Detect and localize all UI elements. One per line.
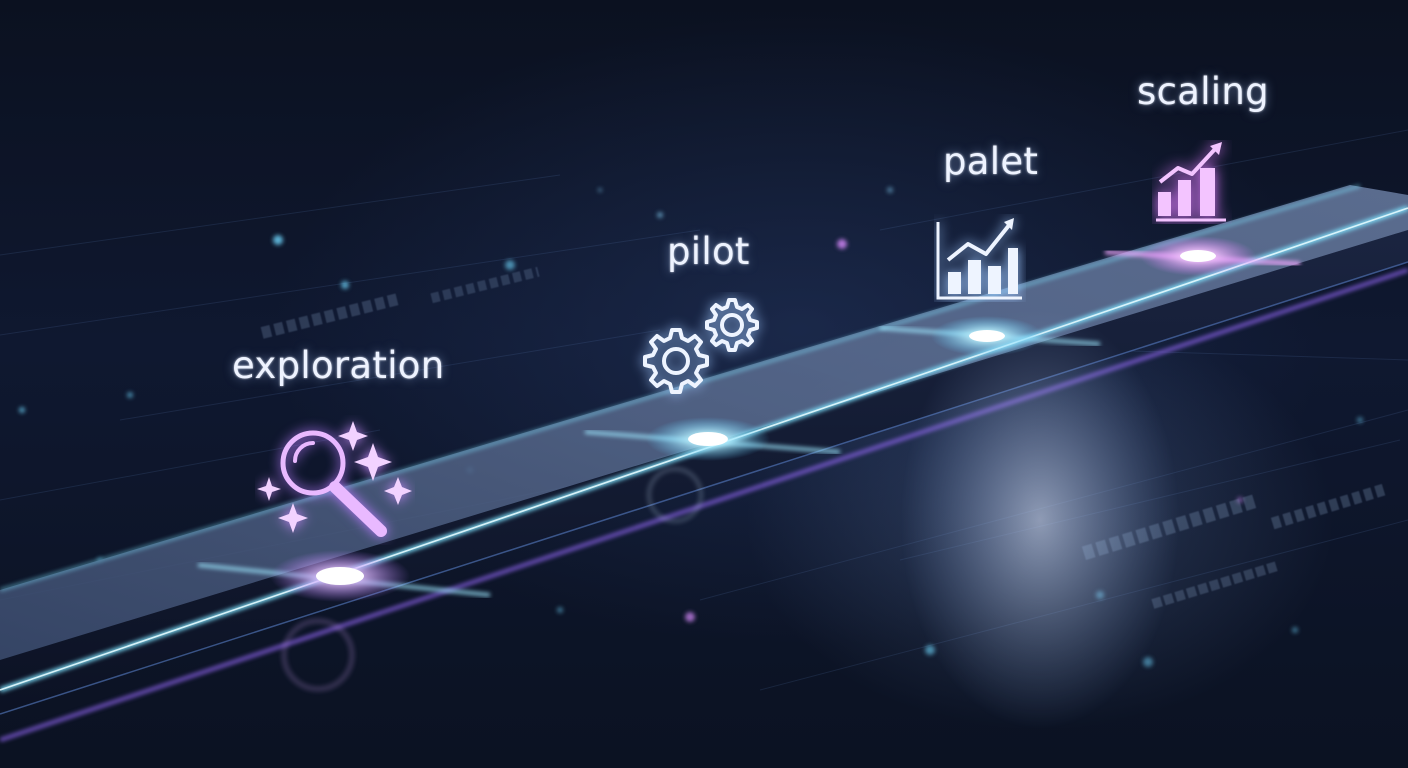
stage-label-scaling: scaling [1137,70,1269,113]
stage-node-palet [879,316,1101,356]
surface-reflection [900,310,1180,730]
stage-node-scaling [1104,236,1301,276]
stage-label-pilot: pilot [667,230,750,273]
stage-label-exploration: exploration [232,344,445,387]
icon-reflections [281,466,704,692]
stage-node-exploration [197,550,491,602]
stage-label-palet: palet [943,140,1039,183]
bar-chart-trend-icon [934,214,1026,302]
gears-icon [630,292,770,412]
stage-node-pilot [584,417,841,461]
bar-chart-growth-icon [1152,140,1232,224]
magnifier-sparkles-icon [255,415,415,545]
